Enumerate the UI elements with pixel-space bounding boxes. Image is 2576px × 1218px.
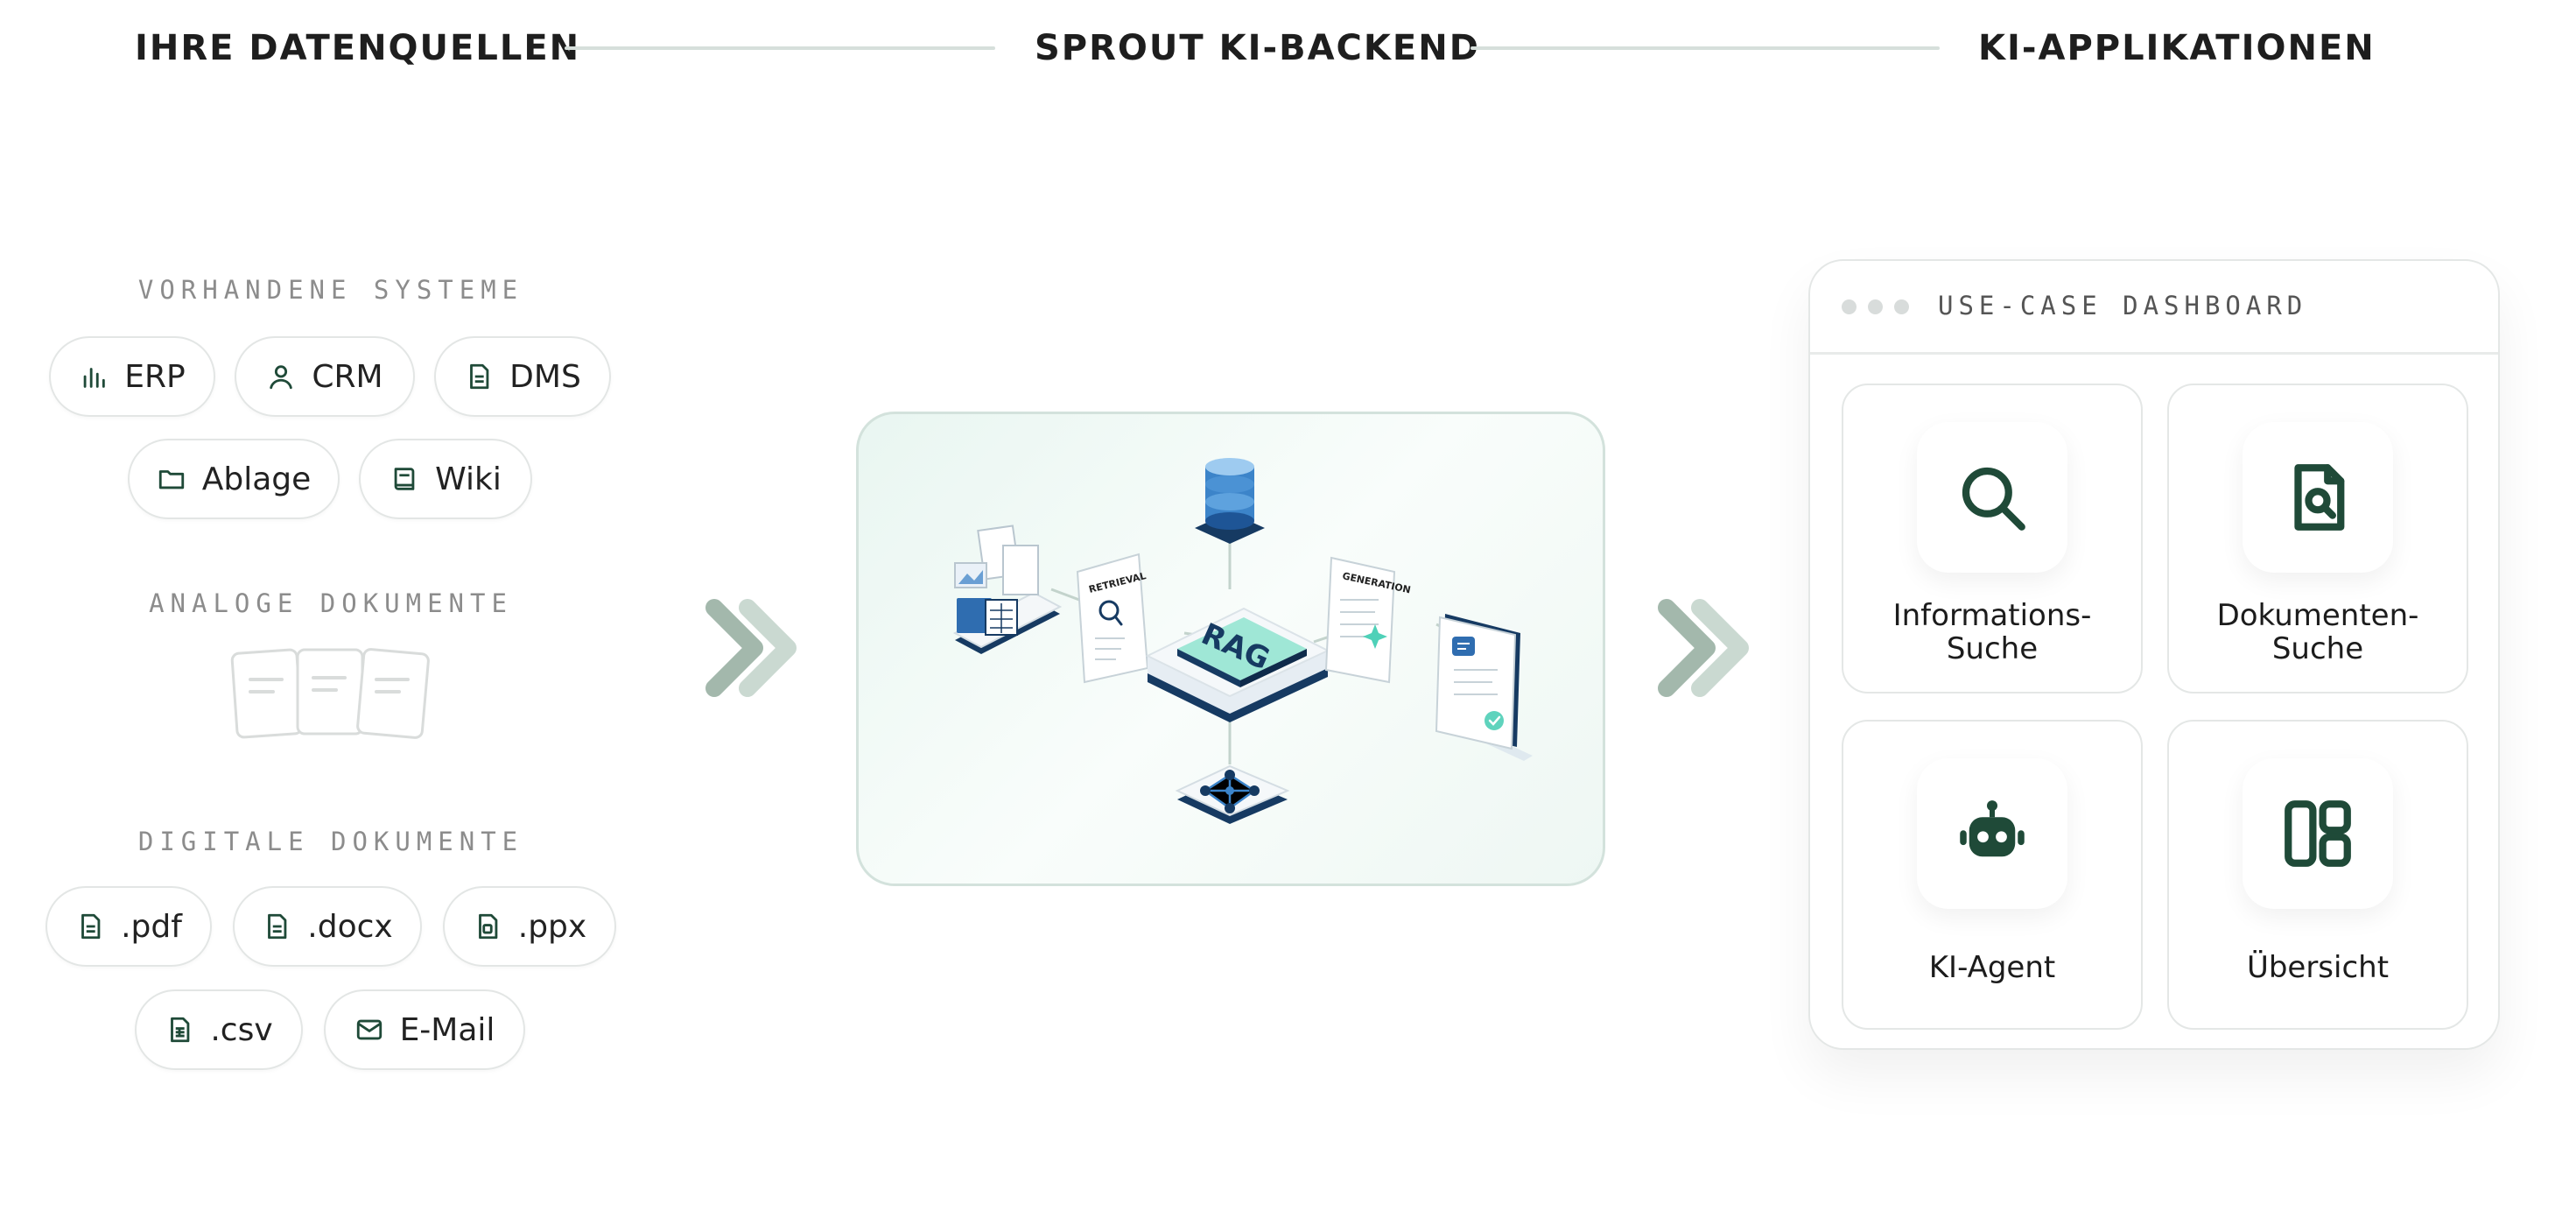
robot-icon	[1960, 800, 2025, 857]
header-data-sources: IHRE DATENQUELLEN	[135, 28, 581, 68]
source-pill-crm[interactable]: CRM	[235, 336, 415, 417]
source-pill-ppx[interactable]: .ppx	[443, 886, 616, 967]
header-connector-right	[1470, 46, 1940, 50]
file-icon	[268, 913, 287, 940]
card-icon-container	[1917, 422, 2067, 573]
source-pill-label: Wiki	[435, 461, 502, 497]
header-connector-left	[565, 46, 995, 50]
book-icon	[394, 468, 415, 490]
card-ai-agent[interactable]: KI-Agent	[1842, 720, 2143, 1030]
file-sheet-icon	[171, 1017, 190, 1043]
section-label-systems: VORHANDENE SYSTEME	[137, 275, 524, 305]
source-pill-email[interactable]: E-Mail	[324, 989, 525, 1070]
header-backend: SPROUT KI-BACKEND	[1035, 28, 1480, 68]
card-information-search[interactable]: Informations- Suche	[1842, 384, 2143, 693]
data-stack-icon	[952, 525, 1063, 654]
source-pill-ablage[interactable]: Ablage	[128, 439, 340, 519]
card-icon-container	[1917, 758, 2067, 909]
backend-panel: RETRIEVAL RAG GENERATION	[856, 412, 1605, 886]
card-document-search[interactable]: Dokumenten- Suche	[2167, 384, 2468, 693]
source-pill-label: .csv	[210, 1011, 273, 1048]
rag-core: RAG	[1145, 607, 1330, 722]
card-icon-container	[2243, 422, 2393, 573]
source-pill-docx[interactable]: .docx	[233, 886, 422, 967]
generation-document: GENERATION	[1324, 556, 1412, 684]
document-icon	[470, 363, 489, 390]
bar-chart-icon	[83, 368, 106, 388]
window-dot	[1868, 299, 1883, 314]
source-pill-label: Ablage	[201, 461, 312, 497]
knowledge-graph-icon	[1175, 764, 1290, 824]
file-icon	[81, 913, 101, 940]
database-icon	[1195, 458, 1265, 544]
document-search-icon	[2294, 464, 2345, 531]
source-pill-label: E-Mail	[399, 1011, 495, 1048]
chevron-right-icon	[1658, 599, 1749, 697]
header-applications: KI-APPLIKATIONEN	[1978, 28, 2376, 68]
user-icon	[270, 365, 293, 390]
card-overview[interactable]: Übersicht	[2167, 720, 2468, 1030]
source-pill-label: DMS	[509, 358, 581, 395]
section-label-analog: ANALOGE DOKUMENTE	[149, 588, 513, 618]
file-slides-icon	[478, 913, 498, 940]
card-label: Dokumenten- Suche	[2216, 598, 2419, 666]
layout-icon	[2285, 800, 2351, 867]
card-label: KI-Agent	[1928, 950, 2056, 985]
chevron-right-icon	[705, 599, 797, 697]
source-pill-pdf[interactable]: .pdf	[46, 886, 212, 967]
use-case-dashboard: USE-CASE DASHBOARD Informations- Suche D…	[1808, 259, 2500, 1050]
dashboard-titlebar: USE-CASE DASHBOARD	[1810, 261, 2498, 355]
window-dot	[1842, 299, 1857, 314]
dashboard-title: USE-CASE DASHBOARD	[1938, 291, 2308, 320]
folder-icon	[158, 470, 184, 489]
mail-icon	[356, 1019, 382, 1040]
section-label-digital: DIGITALE DOKUMENTE	[137, 827, 524, 856]
card-icon-container	[2243, 758, 2393, 909]
source-pill-label: .ppx	[517, 908, 587, 945]
card-label: Übersicht	[2246, 950, 2390, 985]
source-pill-dms[interactable]: DMS	[434, 336, 611, 417]
source-pill-label: CRM	[312, 358, 383, 395]
card-label: Informations- Suche	[1892, 598, 2092, 666]
window-dot	[1894, 299, 1909, 314]
source-pill-csv[interactable]: .csv	[135, 989, 303, 1070]
rag-illustration: RETRIEVAL RAG GENERATION	[952, 458, 1533, 824]
search-icon	[1962, 467, 2025, 531]
output-card	[1435, 614, 1533, 761]
source-pill-label: .pdf	[121, 908, 182, 945]
source-pill-erp[interactable]: ERP	[49, 336, 215, 417]
source-pill-label: ERP	[124, 358, 186, 395]
retrieval-document: RETRIEVAL	[1076, 553, 1149, 684]
source-pill-wiki[interactable]: Wiki	[359, 439, 532, 519]
source-pill-label: .docx	[307, 908, 393, 945]
analog-documents-icon	[230, 648, 430, 739]
